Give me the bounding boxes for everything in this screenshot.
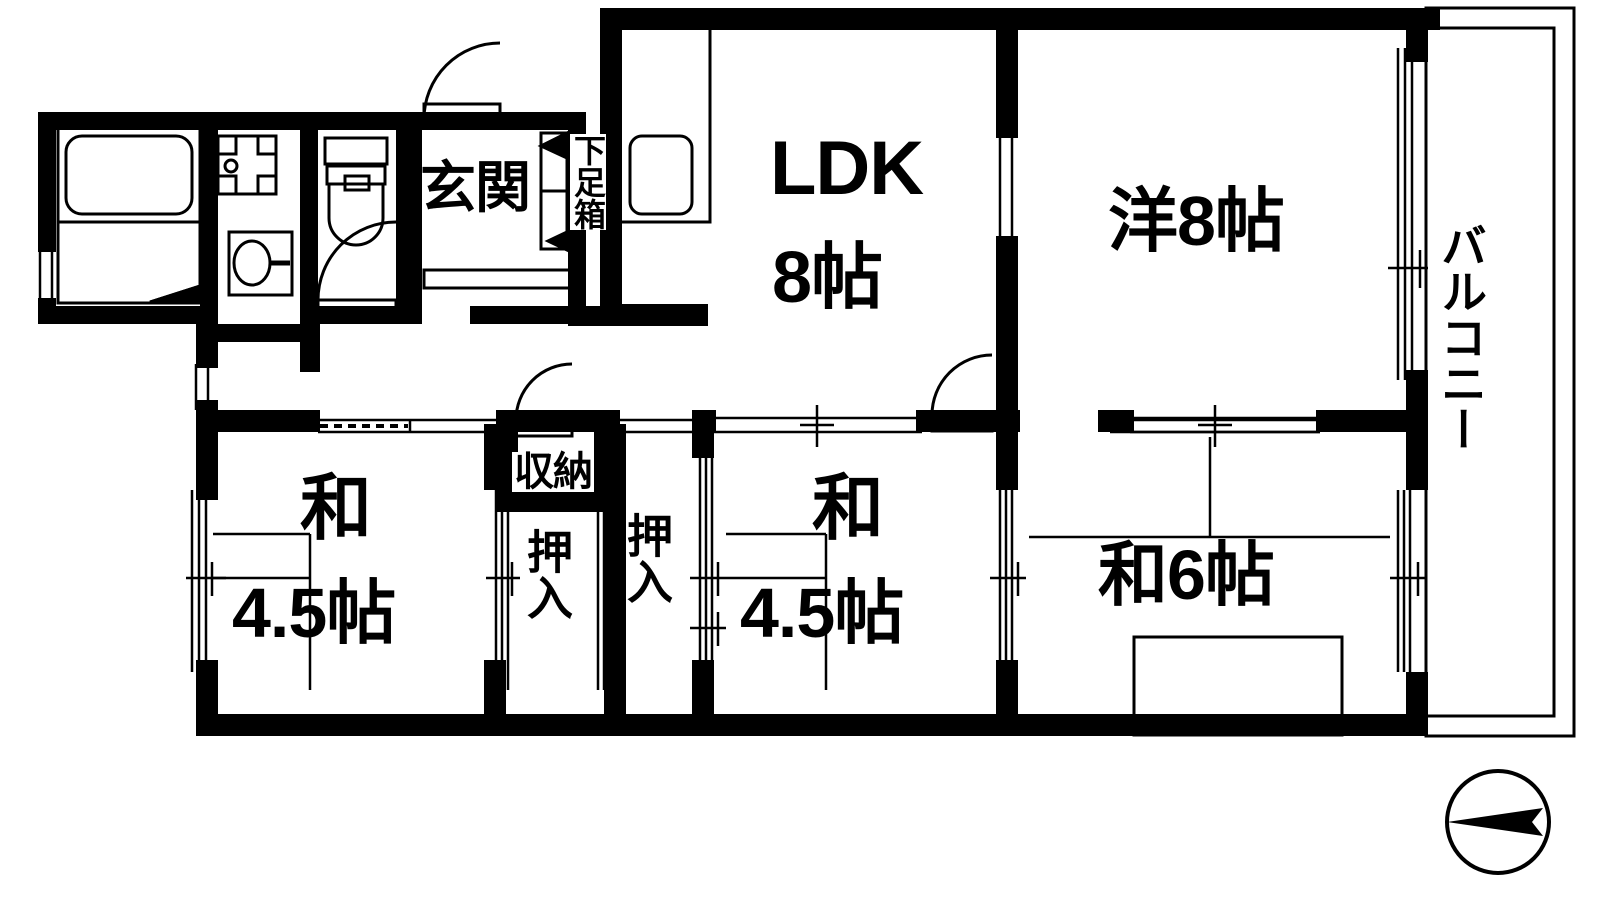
- room-label-ldk-line2: 8帖: [772, 238, 883, 318]
- ldk-corridor-lines: [620, 418, 700, 434]
- room-label-western8: 洋8帖: [1108, 182, 1285, 260]
- balcony-door-upper: [1388, 48, 1428, 380]
- wall-lower-left-a: [196, 410, 218, 500]
- room-label-japanese45a-line2: 4.5帖: [232, 574, 396, 652]
- wall-washroom-right: [300, 112, 318, 324]
- wall-toilet-bottom: [300, 306, 420, 324]
- wall-entrance-bottom: [470, 306, 586, 324]
- tatami-lines-j45a: [213, 532, 312, 690]
- wall-washroom-top: [218, 112, 422, 130]
- toilet-icon: [323, 136, 389, 247]
- bath-left-window: [38, 250, 54, 300]
- tatami-lines-j6: [1029, 437, 1390, 539]
- wall-corridor-top-left: [196, 324, 320, 342]
- wall-j6-right-top: [1406, 424, 1428, 490]
- washbasin-icon: [227, 230, 294, 297]
- tatami-lines-j45b: [726, 532, 828, 690]
- space-label-closet2: 押入: [621, 512, 673, 604]
- ldk-right-window: [998, 130, 1014, 240]
- wall-storage-bottom: [496, 492, 616, 512]
- space-label-shoebox: 下足箱: [570, 134, 606, 230]
- wall-ldk-west-upper: [996, 28, 1018, 138]
- wall-closet1-right: [604, 424, 626, 724]
- wall-mid-left: [196, 410, 320, 432]
- compass-rose: [1445, 769, 1551, 875]
- western8-bottom-window: [1130, 418, 1320, 434]
- wall-closet2-right-top: [692, 424, 714, 458]
- wall-entrance-corridor: [568, 306, 708, 326]
- room-label-japanese45b-line2: 4.5帖: [740, 574, 904, 652]
- washing-machine-icon: [216, 134, 278, 196]
- entrance-door-swing: [422, 41, 501, 120]
- wall-j45b-right-bottom: [996, 660, 1018, 722]
- space-label-balcony: バルコニー: [1435, 222, 1487, 452]
- western-room-door-swing: [930, 353, 993, 416]
- wall-entrance-top-right: [500, 112, 586, 130]
- room-label-japanese45a-line1: 和: [300, 469, 372, 549]
- room-label-ldk-line1: LDK: [770, 126, 924, 211]
- shoebox-arrow-top: [537, 130, 569, 161]
- wall-w8-j6-col: [1098, 410, 1120, 432]
- wall-bath-right: [200, 112, 218, 324]
- wall-ldk-left: [600, 8, 622, 320]
- wall-bath-bottom: [38, 306, 218, 324]
- wall-j45b-right-top: [996, 424, 1018, 490]
- wall-top-main: [600, 8, 1440, 30]
- wall-j45a-right-bottom: [484, 660, 506, 722]
- wall-right-top: [1406, 8, 1428, 62]
- sliding-door-hall-left: [318, 418, 500, 434]
- space-label-closet1: 押入: [521, 528, 573, 620]
- space-label-entrance: 玄関: [420, 156, 531, 219]
- toilet-door-swing: [316, 220, 397, 301]
- wall-bottom-main: [196, 714, 1428, 736]
- wall-closet2-right-bottom: [692, 660, 714, 722]
- window-left-j45a: [186, 490, 226, 672]
- closet2-sliding-doors: [690, 440, 726, 690]
- compass-needle-west: [1447, 808, 1543, 836]
- closet1-ticks: [486, 562, 520, 596]
- sliding-door-j6-top: [1110, 405, 1320, 447]
- wall-j45a-right-top: [484, 424, 506, 490]
- wall-mid-right: [1316, 410, 1428, 432]
- room-label-japanese45b-line1: 和: [812, 469, 884, 549]
- window-right-j6: [1390, 490, 1426, 672]
- sliding-door-j45b-top: [712, 405, 922, 447]
- wall-mid-storage: [496, 410, 620, 432]
- wall-bath-left-upper: [38, 112, 56, 252]
- room-label-japanese6: 和6帖: [1098, 536, 1275, 614]
- kitchen-counter-icon: [616, 22, 712, 224]
- bath-door-line: [149, 284, 201, 304]
- entrance-step: [422, 268, 584, 290]
- wall-toilet-right: [396, 112, 422, 324]
- storage-door-swing: [514, 362, 573, 421]
- wall-bath-top: [38, 112, 218, 130]
- wall-mid-c2: [916, 410, 1020, 432]
- space-label-storage: 収納: [512, 450, 594, 494]
- bathtub-icon: [64, 134, 194, 216]
- wall-corridor-col: [300, 324, 320, 372]
- shoebox-arrow-bottom: [544, 229, 569, 253]
- wall-ldk-west-lower: [996, 236, 1018, 422]
- shoebox-cabinet: [539, 131, 569, 251]
